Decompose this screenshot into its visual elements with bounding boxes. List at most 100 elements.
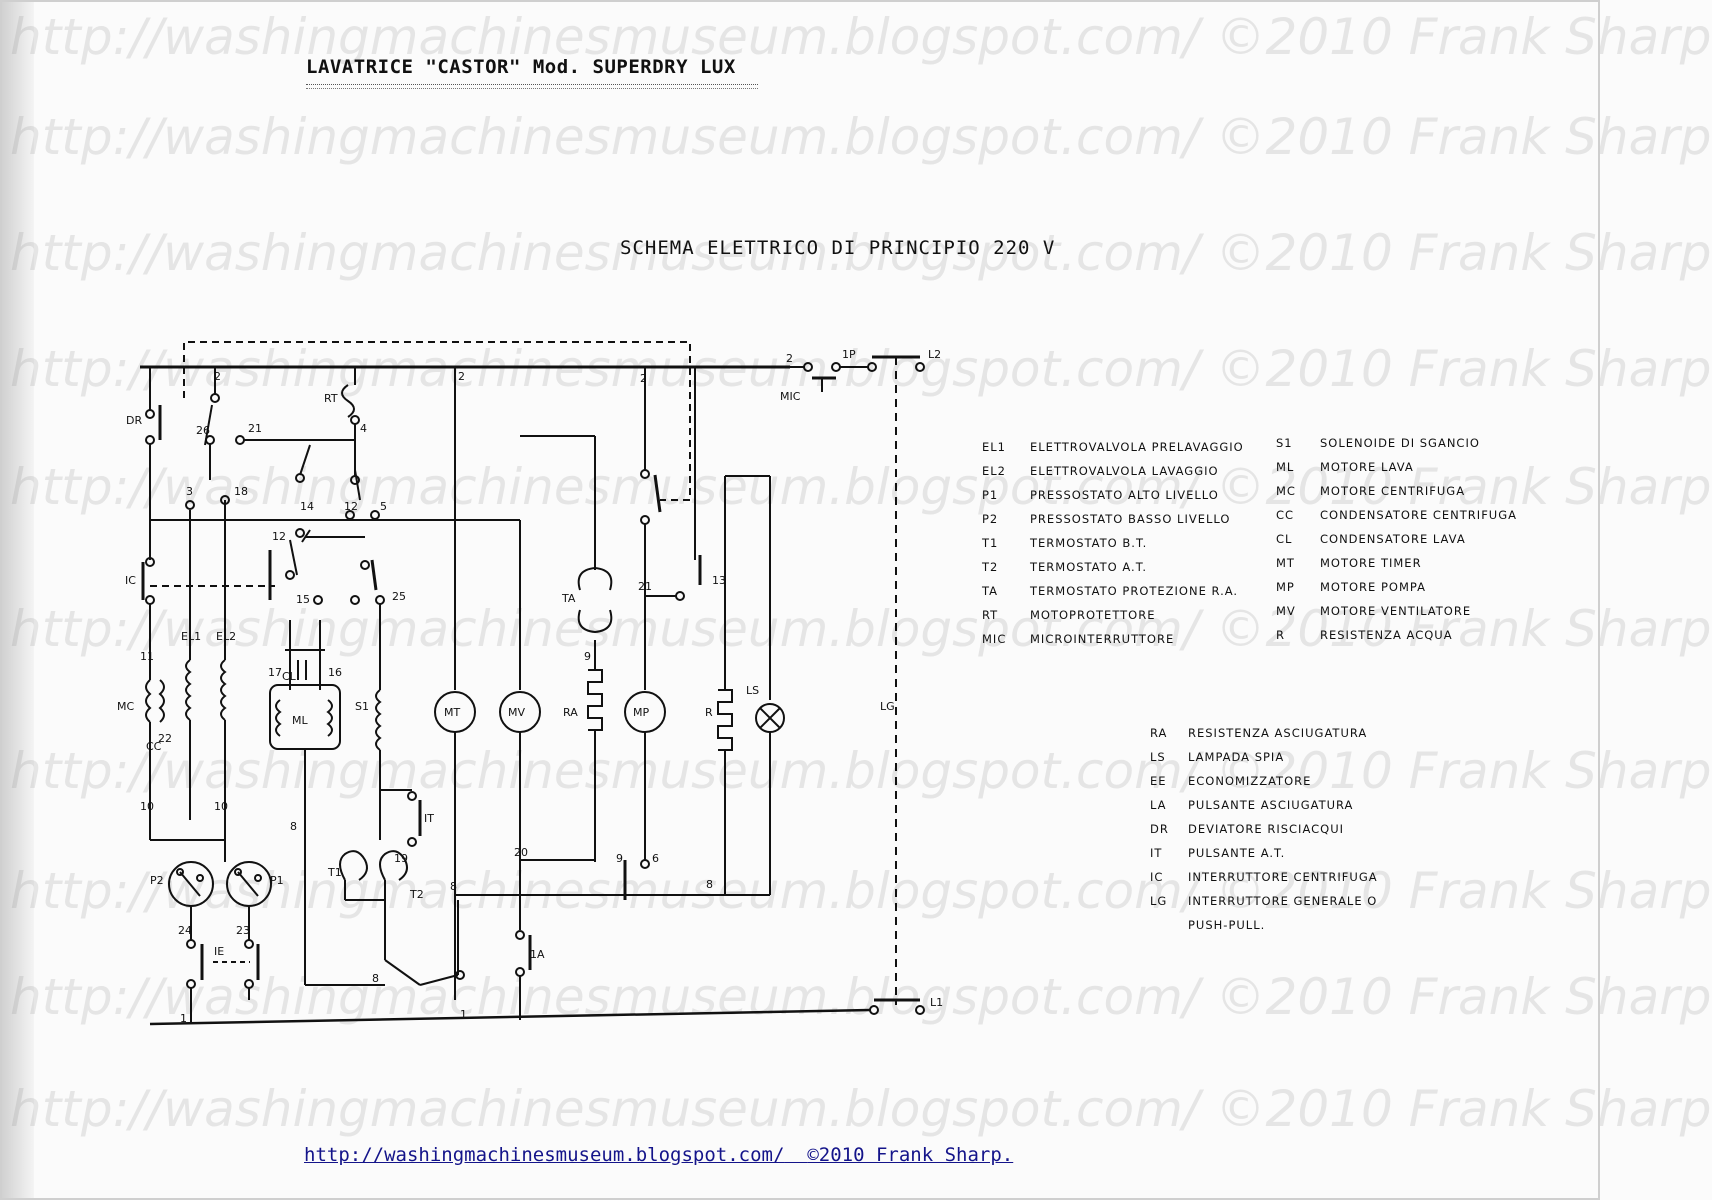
label-mp: MP	[633, 706, 649, 719]
terminal-number: 8	[372, 972, 379, 985]
legend-code: IC	[1150, 870, 1164, 884]
terminal-number: 6	[652, 852, 659, 865]
t1-thermostat	[339, 850, 368, 881]
terminal-number: 17	[268, 666, 282, 679]
ml-coil	[275, 699, 282, 737]
terminal-number: 8	[706, 878, 713, 891]
terminal-number: 8	[450, 880, 457, 893]
label-t2: T2	[409, 888, 424, 901]
legend-code: LG	[1150, 894, 1168, 908]
legend-desc: Motore pompa	[1320, 580, 1426, 594]
scan-page-edge	[0, 0, 34, 1200]
legend-code: MIC	[982, 632, 1007, 646]
terminal-number: 21	[638, 580, 652, 593]
legend-desc: Motoprotettore	[1030, 608, 1156, 622]
terminal-number: 23	[236, 924, 250, 937]
terminal-number: 15	[296, 593, 310, 606]
ra-resistor	[587, 669, 603, 731]
legend-code: EL1	[982, 440, 1006, 454]
label-el1: EL1	[181, 630, 201, 643]
terminal-number: 4	[360, 422, 367, 435]
terminal-number: 20	[514, 846, 528, 859]
legend-code: RA	[1150, 726, 1168, 740]
terminal-number: 2	[458, 370, 465, 383]
legend-code: RT	[982, 608, 999, 622]
legend-desc: Interruttore centrifuga	[1188, 870, 1378, 884]
legend-code: T1	[982, 536, 999, 550]
legend-desc: Motore centrifuga	[1320, 484, 1466, 498]
label-r: R	[705, 706, 713, 719]
legend-code: LS	[1150, 750, 1166, 764]
label-l1: L1	[930, 996, 943, 1009]
terminal-number: 22	[158, 732, 172, 745]
terminal-number: 21	[248, 422, 262, 435]
terminal-number: 2	[640, 372, 647, 385]
terminal-number: 9	[584, 650, 591, 663]
legend-code: P2	[982, 512, 999, 526]
legend-desc: Termostato B.T.	[1030, 536, 1148, 550]
terminal-number: 1	[180, 1012, 187, 1025]
label-mic: MIC	[780, 390, 801, 403]
r-resistor	[717, 689, 733, 751]
ta-thermostat	[577, 566, 613, 591]
label-s1: S1	[355, 700, 369, 713]
legend-code: MC	[1276, 484, 1296, 498]
label-p1: P1	[270, 874, 284, 887]
legend-desc: Termostato A.T.	[1030, 560, 1148, 574]
terminal-number: 18	[234, 485, 248, 498]
legend-desc: Resistenza acqua	[1320, 628, 1453, 642]
terminal-dot	[831, 362, 841, 372]
legend-code: EL2	[982, 464, 1006, 478]
legend-desc: Economizzatore	[1188, 774, 1312, 788]
legend-desc: Motore timer	[1320, 556, 1422, 570]
legend-code: CC	[1276, 508, 1295, 522]
terminal-number: 26	[196, 424, 210, 437]
terminal-number: 16	[328, 666, 342, 679]
schematic-subtitle: SCHEMA ELETTRICO DI PRINCIPIO 220 V	[620, 237, 1056, 259]
terminal-number: 14	[300, 500, 314, 513]
legend-code: DR	[1150, 822, 1169, 836]
legend-code: MV	[1276, 604, 1296, 618]
legend-code: LA	[1150, 798, 1167, 812]
legend-desc: Elettrovalvola lavaggio	[1030, 464, 1219, 478]
terminal-number: 10	[140, 800, 154, 813]
wiring-schematic: MT MV MP ML MC EL1 EL2 S1 RA R LS TA RT …	[117, 341, 943, 1026]
label-ie: IE	[214, 945, 224, 958]
legend-desc: Resistenza asciugatura	[1188, 726, 1368, 740]
mc-coil	[145, 679, 152, 723]
terminal-number: 9	[616, 852, 623, 865]
legend-code: IT	[1150, 846, 1163, 860]
legend-desc: Motore lava	[1320, 460, 1414, 474]
label-1p: 1P	[842, 348, 856, 361]
legend-code: TA	[982, 584, 998, 598]
legend-desc: Motore ventilatore	[1320, 604, 1472, 618]
legend-desc: Pulsante asciugatura	[1188, 798, 1354, 812]
legend-block-1: EL1 Elettrovalvola prelavaggio EL2 Elettro…	[982, 436, 1522, 650]
legend-code: CL	[1276, 532, 1293, 546]
legend-desc: Solenoide di sgancio	[1320, 436, 1480, 450]
terminal-dot	[803, 362, 813, 372]
legend-block-2: RAResistenza asciugatura LSLampada spia …	[1150, 726, 1450, 936]
terminal-number: 12	[272, 530, 286, 543]
footer-link[interactable]: http://washingmachinesmuseum.blogspot.co…	[304, 1144, 785, 1166]
legend-desc: Pressostato alto livello	[1030, 488, 1219, 502]
label-t1: T1	[327, 866, 342, 879]
legend-code: ML	[1276, 460, 1295, 474]
label-lg: LG	[880, 700, 895, 713]
label-cc: CC	[146, 740, 162, 753]
legend-desc: Pulsante A.T.	[1188, 846, 1286, 860]
legend-desc: Condensatore centrifuga	[1320, 508, 1517, 522]
el1-coil	[185, 659, 192, 721]
legend-desc: Termostato protezione R.A.	[1030, 584, 1239, 598]
terminal-number: 12	[344, 500, 358, 513]
label-el2: EL2	[216, 630, 236, 643]
label-cl: CL	[282, 670, 297, 683]
legend-desc: Elettrovalvola prelavaggio	[1030, 440, 1244, 454]
label-p2: P2	[150, 874, 164, 887]
legend-desc: Pressostato basso livello	[1030, 512, 1231, 526]
legend-desc: Lampada spia	[1188, 750, 1285, 764]
label-it: IT	[424, 812, 434, 825]
terminal-number: 24	[178, 924, 192, 937]
legend-code: MT	[1276, 556, 1295, 570]
legend-desc: Condensatore lava	[1320, 532, 1466, 546]
